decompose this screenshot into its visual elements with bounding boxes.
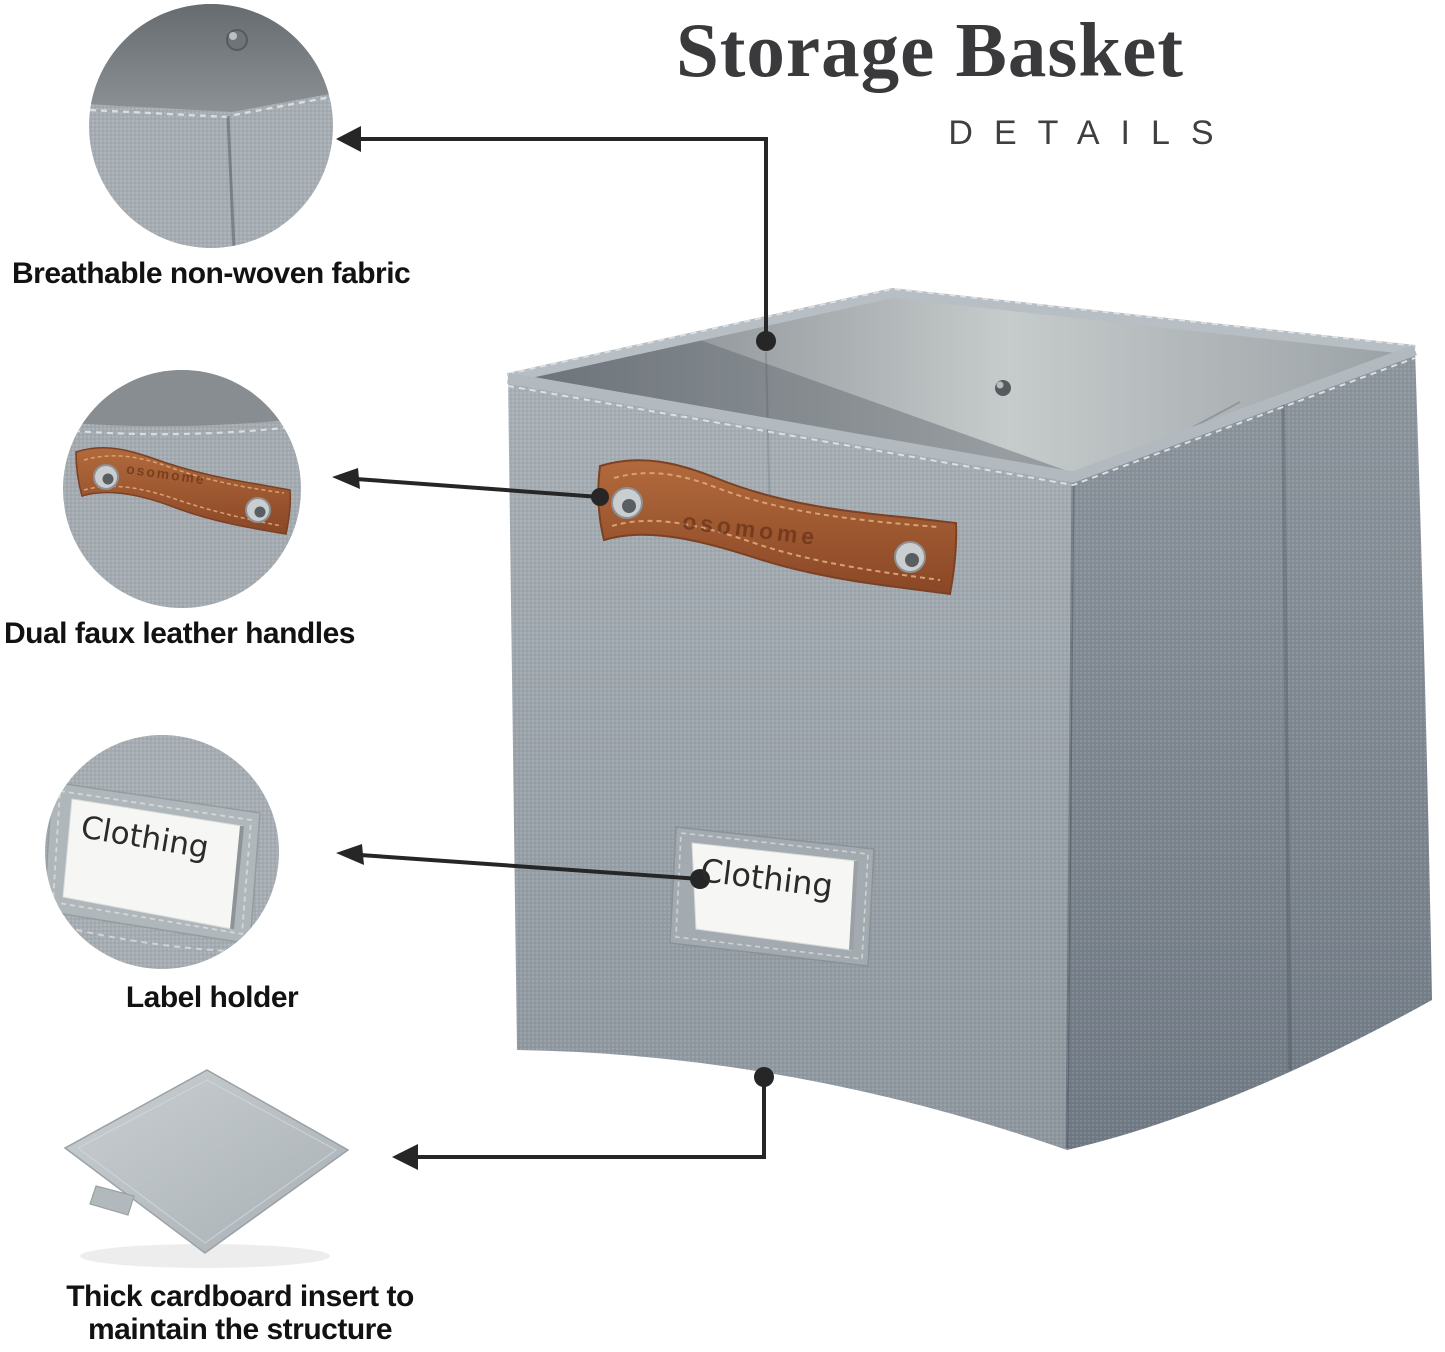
cardboard-tab: [89, 1185, 135, 1216]
front-rim-stitching: [507, 357, 1416, 487]
circle3-card-shadow: [230, 825, 244, 930]
right-face-seam: [1281, 397, 1292, 1071]
anchor-dot-label: [690, 869, 710, 889]
basket-handle: [597, 459, 958, 596]
page-title: Storage Basket: [675, 7, 1185, 93]
cardboard-edge-highlight: [76, 1079, 338, 1244]
callout-label-fabric: Breathable non-woven fabric: [12, 257, 411, 290]
handle-stitch-top: [613, 472, 939, 528]
anchor-dot-cardboard: [754, 1067, 774, 1087]
basket-photo: [506, 287, 1432, 1150]
callout-label-cardboard-line2: maintain the structure: [87, 1313, 393, 1346]
interior-snap-button: [995, 380, 1011, 396]
callout-label-cardboard: Thick cardboard insert to maintain the s…: [30, 1280, 450, 1346]
circle2-rivet-right-center: [254, 506, 266, 518]
circle1-snap-highlight: [229, 32, 237, 40]
front-rim-binding: [507, 344, 1417, 483]
label-card-shadow: [849, 860, 858, 951]
callout-label-label-holder: Label holder: [125, 981, 299, 1014]
handle-rivet-left-center: [622, 499, 636, 513]
circle3-holder-stitching: [52, 789, 252, 936]
anchor-dot-fabric: [756, 331, 776, 351]
page-subtitle: DETAILS: [948, 114, 1235, 152]
cardboard-insert: [63, 1069, 350, 1268]
circle1-inner-lining: [89, 4, 333, 112]
handle-rivet-right-center: [905, 553, 919, 567]
detail-circle-fabric: [89, 4, 333, 248]
callout-line-handle: [332, 468, 609, 506]
circle2-rivet-left-center: [102, 473, 114, 485]
callout-line-cardboard: [392, 1067, 774, 1170]
circle2-inner-lining: [63, 370, 301, 427]
cardboard-sheet: [63, 1069, 350, 1254]
basket-interior-shadow: [516, 340, 1073, 473]
handle-leather-strap: [597, 459, 958, 596]
circle1-rim-stitching: [89, 94, 333, 119]
callout-line-label: [336, 844, 710, 889]
detail-circle-label: [45, 735, 279, 969]
cardboard-shadow: [80, 1244, 330, 1268]
interior-snap-highlight: [996, 381, 1004, 389]
front-face-crease: [765, 351, 771, 521]
label-holder-stitching: [675, 832, 869, 960]
circle2-leather-strap: [75, 446, 292, 535]
right-face-texture: [1067, 350, 1432, 1150]
handle-stitch-bottom: [611, 519, 941, 581]
circle1-snap-button: [226, 29, 248, 51]
circle1-corner-seam: [226, 115, 236, 248]
callout-line-fabric: [336, 126, 776, 351]
arrowhead-handle: [332, 468, 360, 489]
basket-label-holder: [669, 826, 875, 967]
back-rim-binding: [506, 287, 1416, 383]
detail-circle-handle: [63, 370, 301, 608]
front-right-edge: [1065, 482, 1075, 1149]
arrowhead-cardboard: [392, 1144, 418, 1170]
callout-label-handles: Dual faux leather handles: [4, 617, 355, 650]
arrowhead-label: [336, 844, 364, 865]
callout-lines: [332, 126, 776, 1170]
callout-label-cardboard-line1: Thick cardboard insert to: [66, 1280, 414, 1313]
anchor-dot-handle: [591, 488, 609, 506]
arrowhead-fabric: [336, 126, 361, 152]
